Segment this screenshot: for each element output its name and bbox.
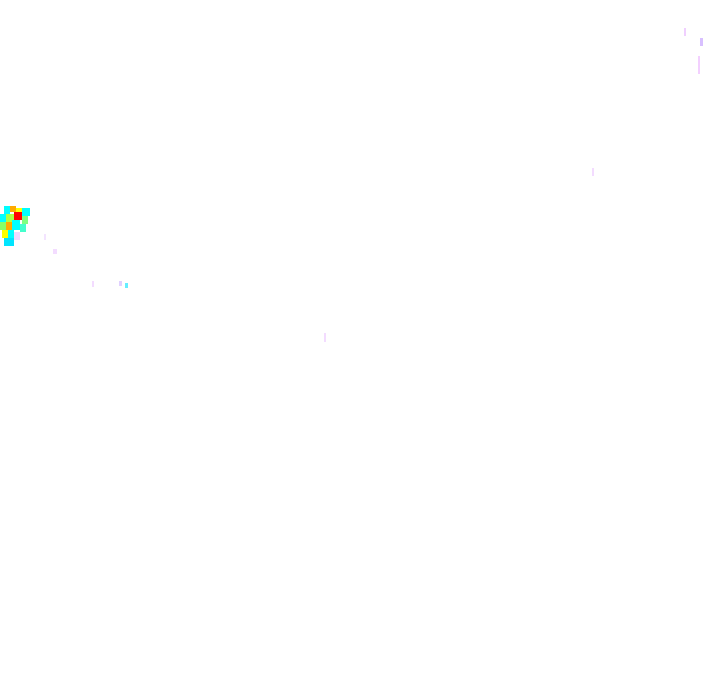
heat-cell — [6, 222, 12, 230]
speck — [698, 56, 700, 74]
heatmap-fragment — [0, 206, 30, 246]
heat-cell — [10, 206, 16, 212]
heat-cell — [4, 238, 14, 246]
heat-cell — [2, 230, 8, 238]
speck — [700, 38, 703, 46]
heat-cell — [4, 206, 10, 214]
heat-cell — [0, 222, 8, 230]
heat-cell — [14, 232, 20, 240]
heat-cell — [14, 212, 22, 220]
heat-cell — [16, 208, 22, 214]
speck — [125, 283, 128, 288]
speck — [324, 333, 326, 342]
speck — [119, 281, 122, 286]
heat-cell — [0, 214, 8, 222]
heat-cell — [6, 214, 14, 222]
heat-cell — [22, 216, 28, 224]
speck — [44, 234, 46, 240]
heat-cell — [8, 230, 14, 238]
speck — [92, 281, 94, 287]
heat-cell — [20, 224, 26, 232]
heat-cell — [12, 220, 20, 230]
speck — [684, 28, 686, 36]
speck — [592, 168, 594, 176]
speck — [53, 249, 57, 254]
heat-cell — [22, 208, 30, 216]
